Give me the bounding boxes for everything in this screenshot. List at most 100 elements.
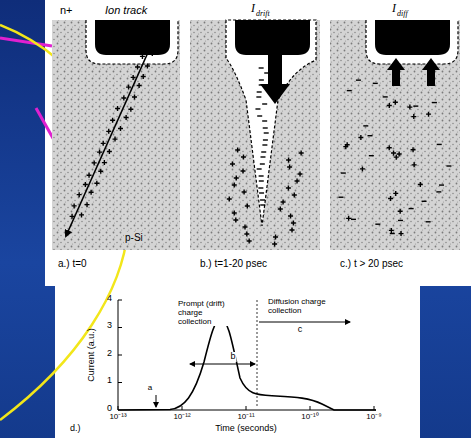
hole-charge (115, 106, 120, 111)
hole-charge (145, 64, 150, 69)
slide-line (36, 108, 54, 140)
electron-charge (262, 120, 267, 121)
hole-charge (244, 232, 249, 237)
electron-charge (341, 172, 346, 173)
hole-charge (92, 160, 97, 165)
hole-charge (290, 228, 295, 233)
hole-charge (295, 179, 300, 184)
hole-charge (278, 207, 283, 212)
electron-charge (356, 79, 361, 80)
hole-charge (287, 165, 292, 170)
hole-charge (360, 166, 365, 171)
graph-ground (55, 286, 420, 438)
hole-charge (241, 155, 246, 160)
hole-charge (128, 107, 133, 112)
hole-charge (132, 95, 137, 100)
image-ground (45, 0, 471, 286)
electron-charge (259, 79, 264, 80)
label: 10⁻¹³ (109, 413, 126, 422)
hole-charge (418, 182, 423, 187)
hole-charge (233, 218, 238, 223)
electron-charge (264, 132, 269, 133)
hole-charge (393, 191, 398, 196)
hole-charge (98, 169, 103, 174)
hole-charge (388, 196, 393, 201)
label: d.) (70, 424, 81, 434)
hole-charge (281, 200, 286, 205)
time-a-arrow (156, 395, 157, 407)
diffusion-arrow (422, 58, 440, 86)
electron-charge (262, 144, 267, 145)
label: Time (seconds) (215, 424, 277, 434)
hole-charge (397, 152, 402, 157)
label: a.) t=0 (58, 258, 87, 269)
electron-charge (260, 156, 265, 157)
charges (70, 51, 452, 247)
hole-charge (140, 54, 145, 59)
electron-charge (436, 191, 441, 192)
hole-charge (150, 51, 155, 56)
electron-charge (255, 108, 260, 109)
electron-charge (383, 96, 388, 97)
electron-charge (437, 144, 442, 145)
hole-charge (391, 151, 396, 156)
hole-charge (113, 137, 118, 142)
silicon-panel (52, 20, 180, 250)
electron-charge (260, 199, 265, 200)
electron-charge (259, 175, 264, 176)
hole-charge (124, 115, 129, 120)
hole-charge (79, 212, 84, 217)
electron-charge (259, 84, 264, 85)
hole-charge (94, 181, 99, 186)
span-c-arrow (259, 322, 350, 323)
hole-charge (292, 193, 297, 198)
hole-charge (241, 169, 246, 174)
electron-charge (261, 151, 266, 152)
electron-charge (260, 163, 265, 164)
electron-charge (390, 233, 395, 234)
label: n+ (60, 4, 73, 16)
hole-charge (89, 190, 94, 195)
electron-charge (259, 67, 264, 68)
hole-charge (118, 126, 123, 131)
hole-charge (102, 160, 107, 165)
label: c (298, 325, 303, 335)
electron-charge (351, 219, 356, 220)
hole-charge (286, 186, 291, 191)
electron-charge (409, 208, 414, 209)
ion-track (66, 30, 158, 236)
hole-charge (394, 155, 399, 160)
hole-charge (135, 64, 140, 69)
electron-charge (259, 180, 264, 181)
label: b (229, 352, 236, 362)
hole-charge (411, 114, 416, 119)
electron-charge (373, 83, 378, 84)
hole-charge (110, 118, 115, 123)
electron-charge (258, 187, 263, 188)
electron-charge (262, 103, 267, 104)
electron-charge (257, 91, 262, 92)
hole-charge (411, 147, 416, 152)
hole-charge (141, 74, 146, 79)
hole-charge (70, 214, 75, 219)
label: 10⁻¹¹ (237, 413, 254, 422)
label: 2 (107, 349, 112, 359)
hole-charge (121, 96, 126, 101)
funnel-region (226, 20, 316, 226)
hole-charge (299, 151, 304, 156)
hole-charge (393, 100, 398, 105)
hole-charge (227, 197, 232, 202)
depletion-region (366, 20, 458, 64)
label: 4 (107, 294, 112, 304)
label: Ion track (105, 4, 147, 16)
hole-charge (87, 173, 92, 178)
electron-charge (368, 135, 373, 136)
label: Prompt (drift) charge collection (178, 300, 236, 326)
hole-charge (97, 150, 102, 155)
silicon-panel (330, 20, 460, 250)
hole-charge (387, 145, 392, 150)
hole-charge (242, 190, 247, 195)
hole-charge (412, 162, 417, 167)
hole-charge (245, 204, 250, 209)
